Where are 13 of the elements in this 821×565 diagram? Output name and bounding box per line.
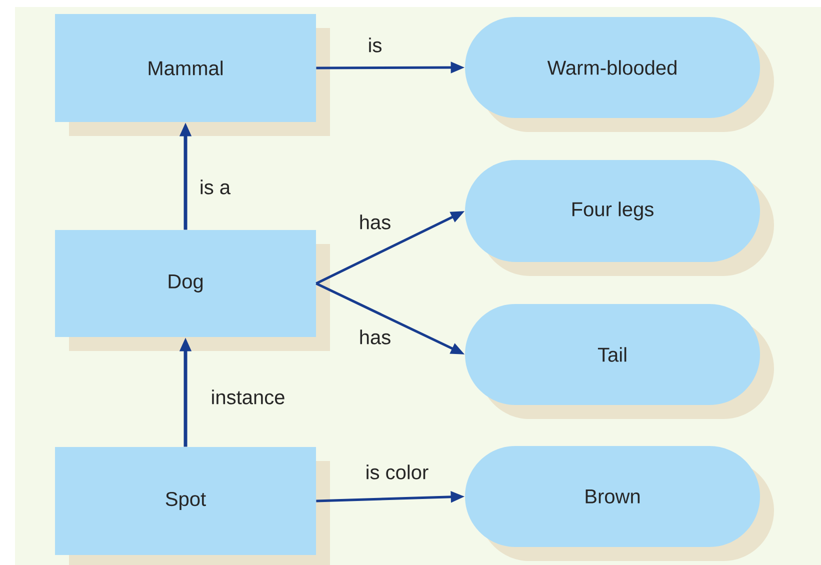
edge-label: is [366,36,384,54]
property-oval: Tail [465,304,774,419]
edge-label: is a [198,178,232,196]
concept-box: Dog [55,230,330,351]
property-oval: Four legs [465,160,774,276]
edge-label: instance [210,388,286,406]
edge-label: is color [364,464,430,480]
concept-box: Mammal [55,14,330,136]
edge-label: has [358,328,392,346]
concept-box: Spot [55,447,330,565]
property-oval: Warm-blooded [465,17,774,132]
edge-label: has [358,214,392,230]
property-oval: Brown [465,446,774,561]
